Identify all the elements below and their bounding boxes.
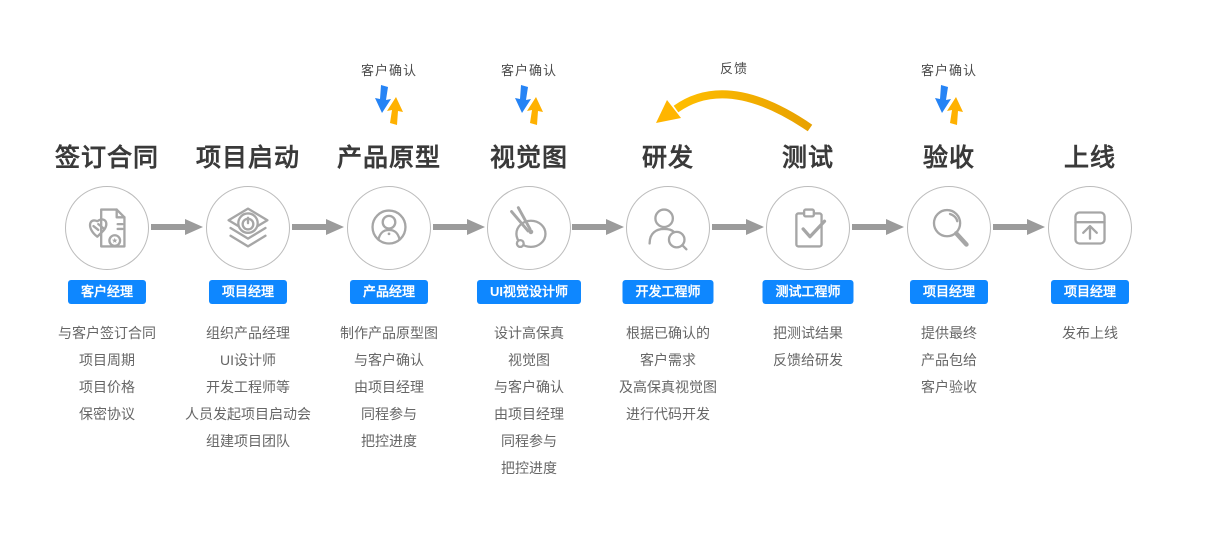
stage-descriptions: 根据已确认的 客户需求 及高保真视觉图 进行代码开发: [573, 320, 763, 428]
stage-title: 研发: [641, 144, 694, 172]
stage-descriptions: 设计高保真 视觉图 与客户确认 由项目经理 同程参与 把控进度: [434, 320, 624, 482]
user-avatar-icon: [347, 186, 431, 270]
flow-arrow-icon: [151, 219, 203, 235]
stage-prototype: 客户确认 产品原型 产品经理 制作产品原型图 与客户确认 由项目经理 同程参与 …: [314, 0, 464, 560]
desc-line: 发布上线: [1062, 325, 1118, 341]
customer-confirm-note: 客户确认: [454, 60, 604, 131]
confirm-arrows-icon: [935, 85, 963, 125]
desc-line: 制作产品原型图: [340, 325, 438, 341]
desc-line: 同程参与: [501, 433, 557, 449]
stage-title: 项目启动: [195, 144, 300, 172]
desc-line: 与客户确认: [494, 379, 564, 395]
launch-upload-icon: [1048, 186, 1132, 270]
confirm-arrows-icon: [515, 85, 543, 125]
stage-title: 验收: [922, 144, 975, 172]
stage-descriptions: 发布上线: [995, 320, 1185, 347]
role-badge: 项目经理: [909, 280, 989, 304]
desc-line: 把控进度: [501, 460, 557, 476]
desc-line: 开发工程师等: [206, 379, 290, 395]
role-badge: 测试工程师: [762, 280, 854, 304]
magnifier-icon: [907, 186, 991, 270]
feedback-label: 反馈: [719, 61, 748, 76]
desc-line: 提供最终: [921, 325, 977, 341]
flow-arrow-icon: [572, 219, 624, 235]
desc-line: 客户验收: [921, 379, 977, 395]
stage-title: 测试: [781, 144, 834, 172]
desc-line: 与客户确认: [354, 352, 424, 368]
desc-line: 进行代码开发: [626, 406, 710, 422]
desc-line: 把控进度: [361, 433, 417, 449]
developer-search-icon: [626, 186, 710, 270]
desc-line: 把测试结果: [773, 325, 843, 341]
stage-title: 产品原型: [336, 144, 441, 172]
stage-kickoff: 项目启动 项目经理 组织产品经理 UI设计师 开发工程师等 人员发起项目启动会 …: [173, 0, 323, 560]
stage-title: 视觉图: [489, 144, 568, 172]
stage-acceptance: 客户确认 验收 项目经理 提供最终 产品包给 客户验收: [874, 0, 1024, 560]
customer-confirm-note: 客户确认: [314, 60, 464, 131]
role-badge: 产品经理: [349, 280, 429, 304]
stage-descriptions: 把测试结果 反馈给研发: [713, 320, 903, 374]
paint-palette-icon: [487, 186, 571, 270]
stage-visual-design: 客户确认 视觉图 UI视觉设计师 设计高保真 视觉图 与客户确认 由项目经理 同…: [454, 0, 604, 560]
feedback-arc-icon: [656, 90, 813, 132]
stage-title: 签订合同: [54, 144, 159, 172]
flow-arrow-icon: [993, 219, 1045, 235]
confirm-arrows-icon: [375, 85, 403, 125]
desc-line: 根据已确认的: [626, 325, 710, 341]
desc-line: 项目价格: [79, 379, 135, 395]
desc-line: 由项目经理: [354, 379, 424, 395]
desc-line: 设计高保真: [494, 325, 564, 341]
stage-title: 上线: [1063, 144, 1116, 172]
desc-line: 及高保真视觉图: [619, 379, 717, 395]
desc-line: 与客户签订合同: [58, 325, 156, 341]
stage-descriptions: 提供最终 产品包给 客户验收: [854, 320, 1044, 401]
flow-arrow-icon: [852, 219, 904, 235]
desc-line: 产品包给: [921, 352, 977, 368]
flow-arrow-icon: [712, 219, 764, 235]
role-badge: 项目经理: [208, 280, 288, 304]
stage-descriptions: 制作产品原型图 与客户确认 由项目经理 同程参与 把控进度: [294, 320, 484, 455]
confirm-label: 客户确认: [920, 63, 977, 78]
layers-power-icon: [206, 186, 290, 270]
desc-line: 项目周期: [79, 352, 135, 368]
stage-launch: 上线 项目经理 发布上线: [1015, 0, 1165, 560]
flow-arrow-icon: [433, 219, 485, 235]
stage-descriptions: 组织产品经理 UI设计师 开发工程师等 人员发起项目启动会 组建项目团队: [153, 320, 343, 455]
desc-line: 组织产品经理: [206, 325, 290, 341]
desc-line: UI设计师: [220, 352, 276, 368]
desc-line: 视觉图: [508, 352, 550, 368]
customer-confirm-note: 客户确认: [874, 60, 1024, 131]
desc-line: 同程参与: [361, 406, 417, 422]
role-badge: UI视觉设计师: [476, 280, 582, 304]
stage-development: 研发 开发工程师 根据已确认的 客户需求 及高保真视觉图 进行代码开发: [593, 0, 743, 560]
confirm-label: 客户确认: [500, 63, 557, 78]
desc-line: 组建项目团队: [206, 433, 290, 449]
stage-sign-contract: 签订合同 客户经理 与客户签订合同 项目周期 项目价格 保密协议: [32, 0, 182, 560]
feedback-arrow: 反馈: [648, 58, 820, 141]
stage-descriptions: 与客户签订合同 项目周期 项目价格 保密协议: [12, 320, 202, 428]
role-badge: 客户经理: [67, 280, 147, 304]
clipboard-check-icon: [766, 186, 850, 270]
desc-line: 客户需求: [640, 352, 696, 368]
desc-line: 反馈给研发: [773, 352, 843, 368]
desc-line: 保密协议: [79, 406, 135, 422]
role-badge: 项目经理: [1050, 280, 1130, 304]
stage-testing: 测试 测试工程师 把测试结果 反馈给研发: [733, 0, 883, 560]
flow-arrow-icon: [292, 219, 344, 235]
handshake-contract-icon: [65, 186, 149, 270]
desc-line: 由项目经理: [494, 406, 564, 422]
role-badge: 开发工程师: [622, 280, 714, 304]
confirm-label: 客户确认: [360, 63, 417, 78]
desc-line: 人员发起项目启动会: [185, 406, 311, 422]
